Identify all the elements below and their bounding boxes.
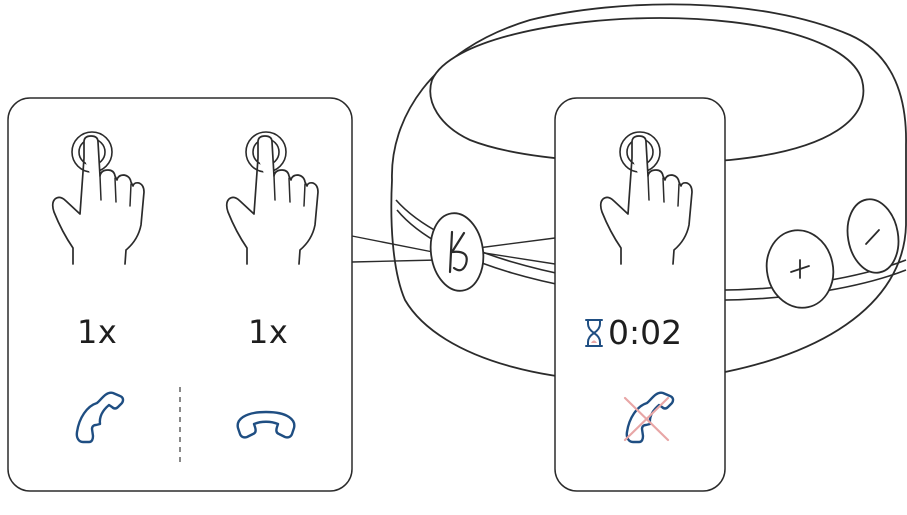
phone-reject-icon [623, 391, 675, 444]
volume-down-button[interactable] [842, 195, 904, 277]
device-top-ring [429, 17, 865, 164]
leader-line-left [351, 235, 439, 263]
leader-line-right [477, 237, 556, 265]
hourglass-icon [585, 318, 603, 347]
volume-up-button[interactable] [760, 224, 841, 314]
call-button[interactable] [426, 210, 488, 294]
minus-icon [865, 229, 880, 245]
call-button-logo-icon [448, 230, 468, 274]
end-press-count: 1x [248, 313, 289, 351]
hold-time-label: 0:02 [608, 313, 683, 352]
plus-icon [790, 259, 810, 279]
reject-hold-timer: 0:02 [583, 313, 682, 352]
answer-press-count: 1x [77, 313, 118, 351]
answer-end-panel [7, 97, 353, 492]
